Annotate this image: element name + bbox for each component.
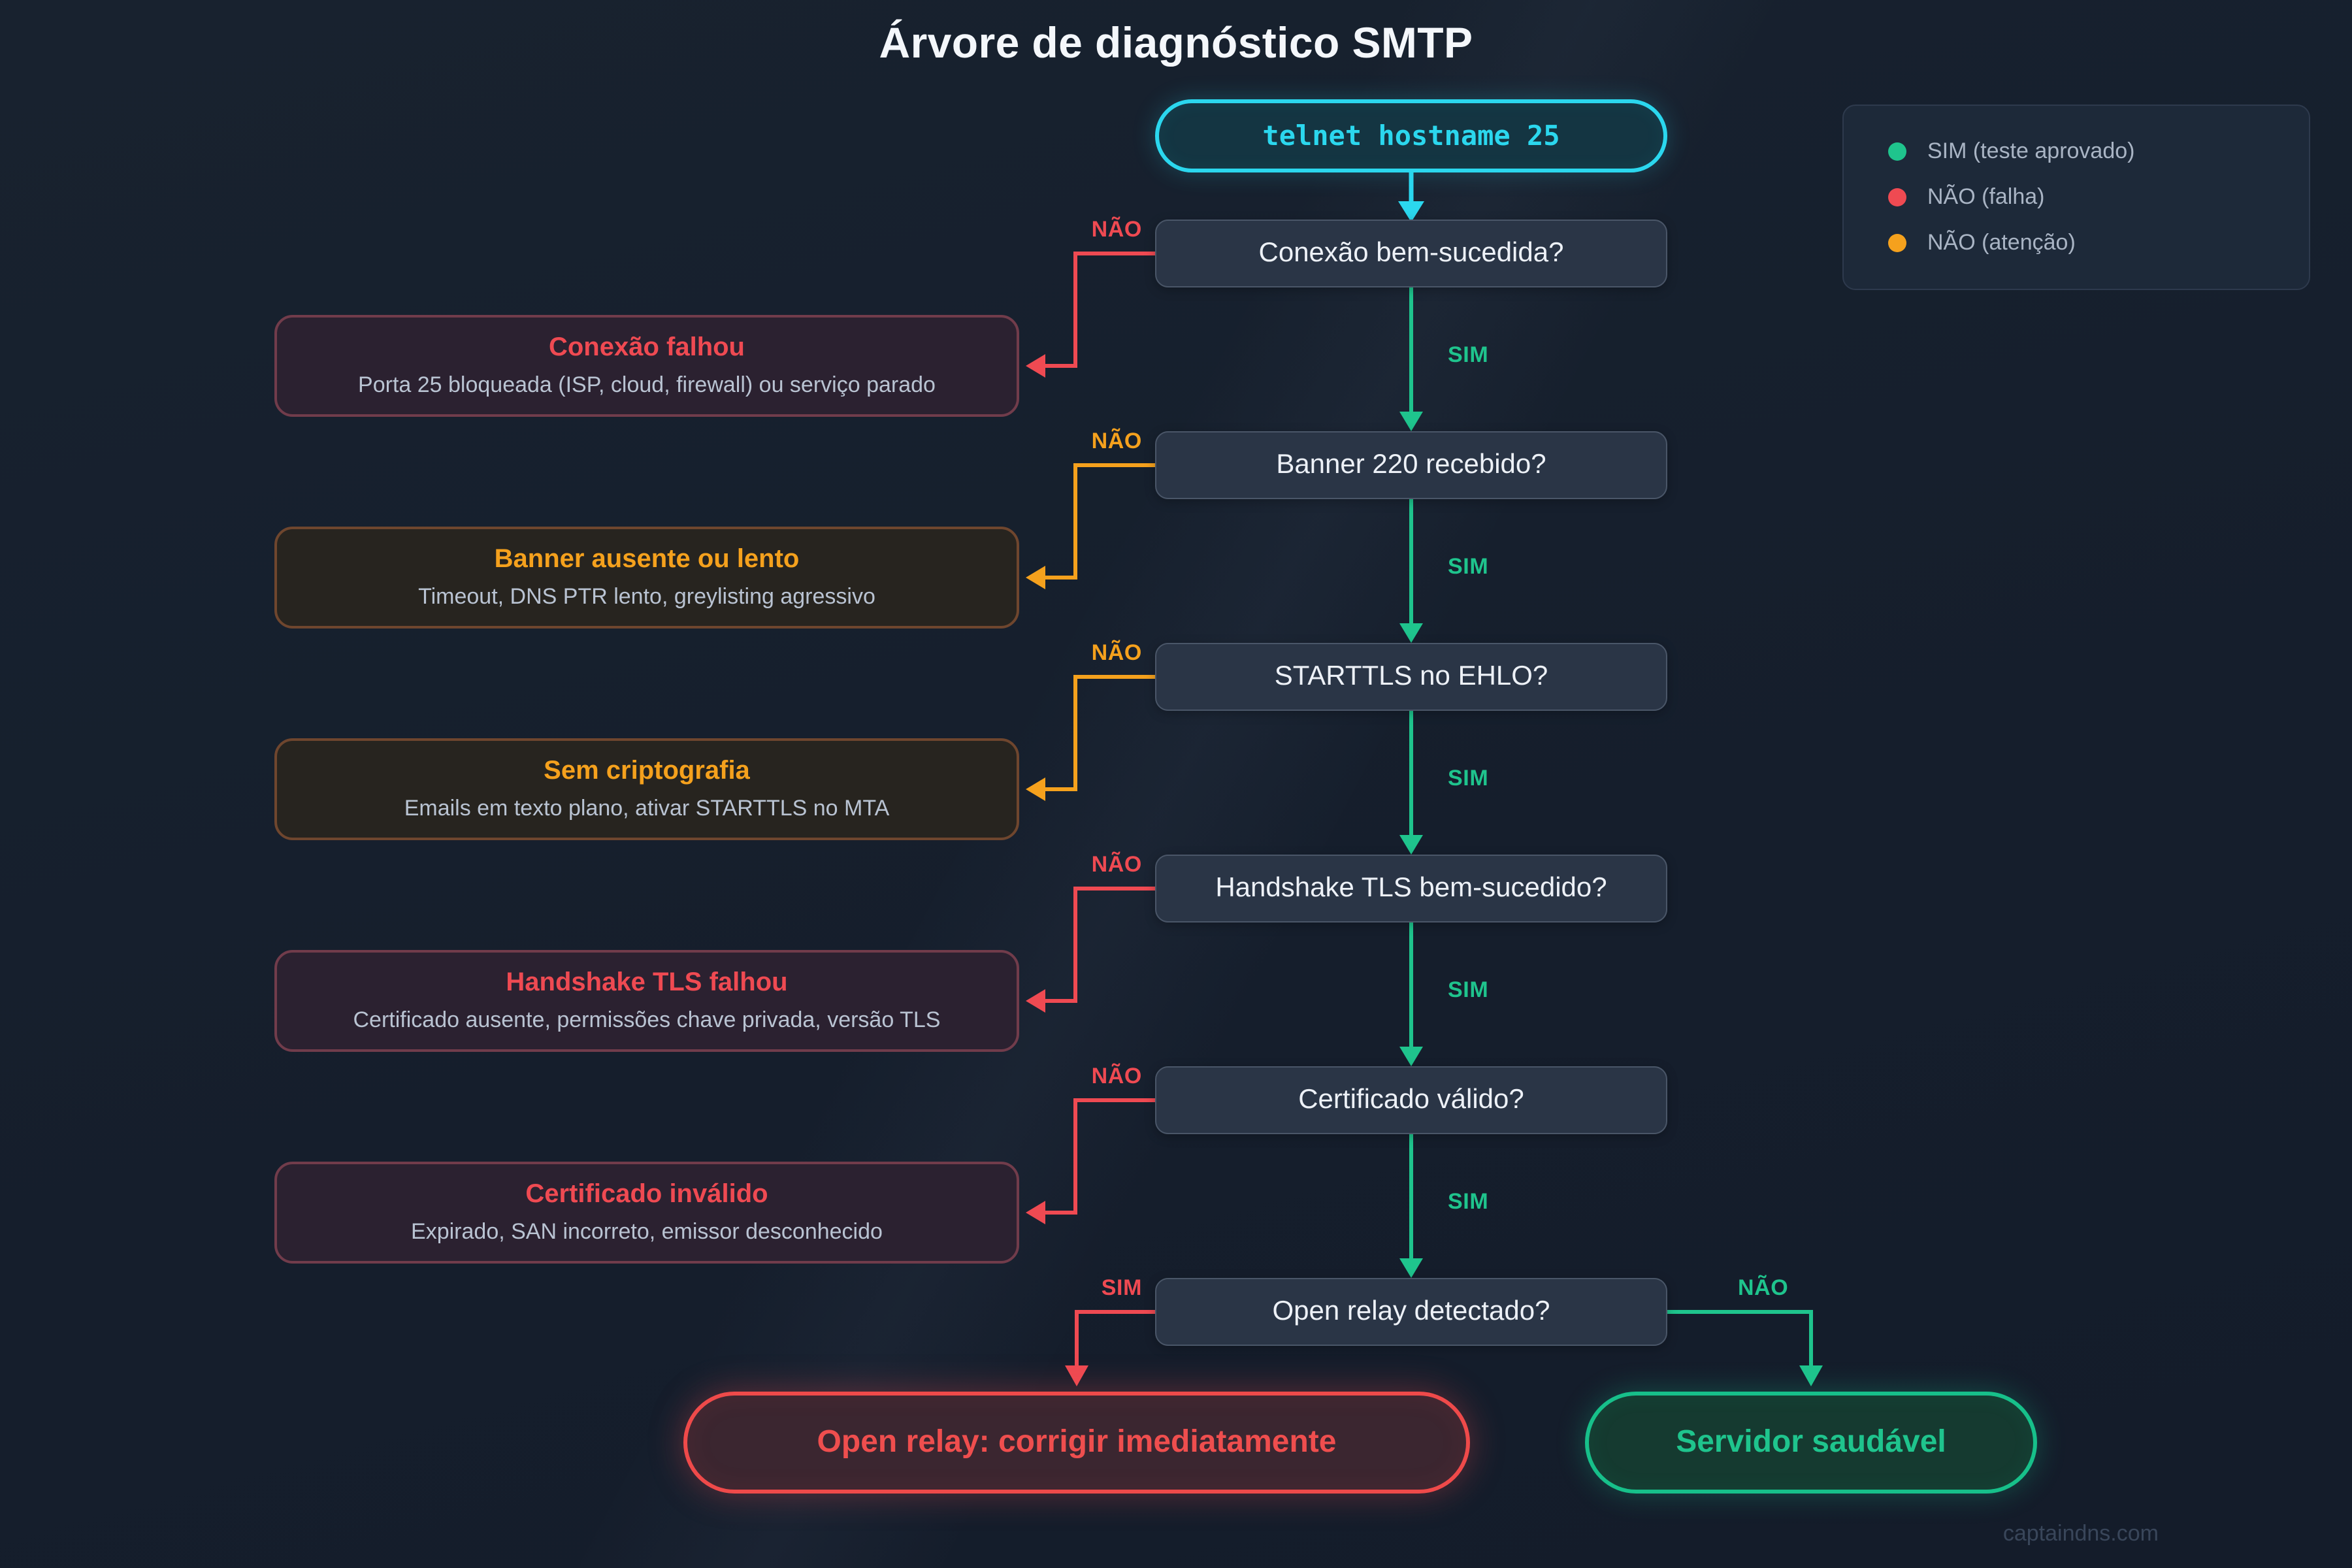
failure-connection-failed: Conexão falhou Porta 25 bloqueada (ISP, …	[274, 315, 1019, 417]
legend-item-no-fail: NÃO (falha)	[1888, 184, 2309, 210]
legend-dot-orange-icon	[1888, 234, 1906, 252]
arrow-yes-d6-openrelay	[1065, 1310, 1155, 1386]
arrow-yes-d2-d3	[1399, 499, 1423, 643]
decision-banner-220: Banner 220 recebido?	[1155, 431, 1667, 499]
arrow-yes-d4-d5	[1399, 923, 1423, 1066]
failure-title: Sem criptografia	[544, 757, 750, 785]
decision-starttls-ehlo: STARTTLS no EHLO?	[1155, 643, 1667, 711]
branch-label-no-d5: NÃO	[1091, 1064, 1142, 1088]
legend-item-no-warn: NÃO (atenção)	[1888, 230, 2309, 256]
arrow-yes-d3-d4	[1399, 711, 1423, 855]
failure-description: Timeout, DNS PTR lento, greylisting agre…	[418, 584, 875, 609]
branch-label-no-d3: NÃO	[1091, 640, 1142, 665]
decision-certificate-valid: Certificado válido?	[1155, 1066, 1667, 1134]
arrow-yes-d1-d2	[1399, 287, 1423, 431]
arrow-no-d6-healthy	[1667, 1310, 1823, 1386]
failure-description: Expirado, SAN incorreto, emissor desconh…	[411, 1219, 883, 1244]
arrow-no-d4-failure4	[1026, 887, 1155, 1013]
decision-open-relay: Open relay detectado?	[1155, 1278, 1667, 1346]
failure-title: Conexão falhou	[548, 333, 745, 362]
branch-label-yes-d4: SIM	[1448, 977, 1489, 1002]
branch-label-no-d4: NÃO	[1091, 852, 1142, 877]
page-title: Árvore de diagnóstico SMTP	[879, 18, 1473, 67]
watermark: captaindns.com	[2002, 1521, 2159, 1546]
legend-label: NÃO (falha)	[1927, 184, 2045, 209]
arrow-start-to-d1	[1398, 172, 1424, 222]
failure-no-encryption: Sem criptografia Emails em texto plano, …	[274, 738, 1019, 840]
failure-banner-missing: Banner ausente ou lento Timeout, DNS PTR…	[274, 527, 1019, 629]
arrow-no-d3-failure3	[1026, 675, 1155, 801]
arrow-yes-d5-d6	[1399, 1134, 1423, 1278]
arrow-no-d1-failure1	[1026, 252, 1155, 378]
branch-label-no-d1: NÃO	[1091, 217, 1142, 242]
legend-dot-green-icon	[1888, 142, 1906, 161]
legend-label: SIM (teste aprovado)	[1927, 139, 2135, 163]
outcome-healthy-server: Servidor saudável	[1585, 1392, 2037, 1494]
failure-title: Handshake TLS falhou	[506, 968, 788, 997]
branch-label-no-d6: NÃO	[1738, 1275, 1789, 1300]
branch-label-no-d2: NÃO	[1091, 429, 1142, 453]
failure-description: Porta 25 bloqueada (ISP, cloud, firewall…	[358, 372, 936, 397]
branch-label-yes-d1: SIM	[1448, 342, 1489, 367]
failure-tls-handshake-failed: Handshake TLS falhou Certificado ausente…	[274, 950, 1019, 1052]
branch-label-yes-d6: SIM	[1101, 1275, 1142, 1300]
arrow-no-d5-failure5	[1026, 1098, 1155, 1224]
legend-item-yes: SIM (teste aprovado)	[1888, 139, 2309, 165]
branch-label-yes-d3: SIM	[1448, 766, 1489, 791]
legend: SIM (teste aprovado) NÃO (falha) NÃO (at…	[1842, 105, 2310, 290]
decision-connection-successful: Conexão bem-sucedida?	[1155, 220, 1667, 287]
decision-tls-handshake: Handshake TLS bem-sucedido?	[1155, 855, 1667, 923]
failure-description: Emails em texto plano, ativar STARTTLS n…	[404, 796, 890, 821]
failure-invalid-certificate: Certificado inválido Expirado, SAN incor…	[274, 1162, 1019, 1264]
arrow-no-d2-failure2	[1026, 463, 1155, 589]
legend-dot-red-icon	[1888, 188, 1906, 206]
branch-label-yes-d2: SIM	[1448, 554, 1489, 579]
outcome-open-relay-fix: Open relay: corrigir imediatamente	[683, 1392, 1470, 1494]
failure-title: Banner ausente ou lento	[494, 545, 800, 574]
failure-description: Certificado ausente, permissões chave pr…	[353, 1007, 941, 1032]
failure-title: Certificado inválido	[525, 1180, 768, 1209]
branch-label-yes-d5: SIM	[1448, 1189, 1489, 1214]
legend-label: NÃO (atenção)	[1927, 230, 2076, 255]
start-node-telnet-command: telnet hostname 25	[1155, 99, 1667, 172]
